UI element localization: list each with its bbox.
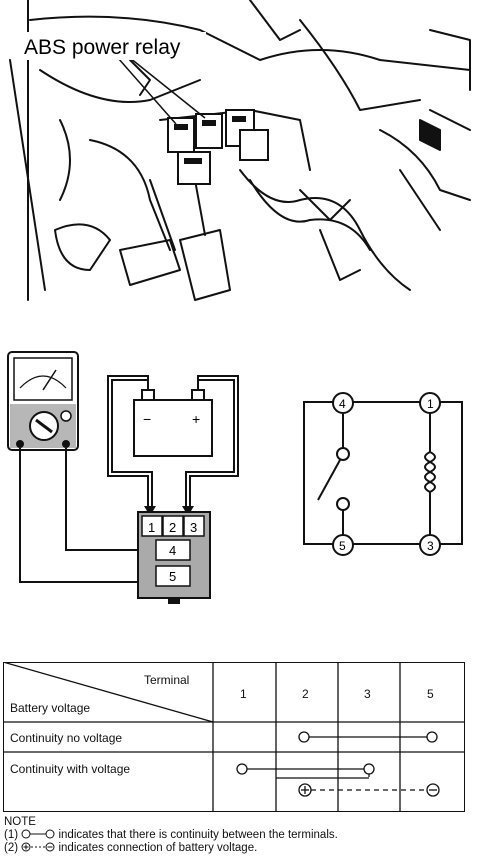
note-line-2-prefix: (2) bbox=[4, 842, 19, 854]
note-block: NOTE (1) indicates that there is continu… bbox=[4, 816, 338, 855]
connector-terminal-4: 4 bbox=[169, 543, 176, 558]
row1-continuity-mark bbox=[297, 730, 438, 743]
note-line-1-prefix: (1) bbox=[4, 829, 19, 841]
row2-continuity-mark bbox=[235, 762, 375, 777]
schematic-terminal-1: 1 bbox=[427, 397, 434, 411]
connector-terminal-5: 5 bbox=[169, 569, 176, 584]
schematic-terminal-3: 3 bbox=[427, 539, 434, 553]
column-header-3: 3 bbox=[364, 687, 371, 701]
battery-minus: − bbox=[143, 411, 151, 427]
relay-label: ABS power relay bbox=[24, 36, 181, 59]
schematic-terminal-4: 4 bbox=[339, 397, 346, 411]
header-terminal: Terminal bbox=[144, 673, 190, 687]
test-setup-diagram: − + 1 2 3 4 5 4 1 bbox=[7, 351, 463, 604]
note-line-2: (2) indicates connection of battery volt… bbox=[4, 842, 338, 855]
row-label-continuity-no-voltage: Continuity no voltage bbox=[10, 731, 123, 745]
connector-terminal-2: 2 bbox=[169, 520, 176, 535]
connector-terminal-3: 3 bbox=[190, 520, 197, 535]
header-battery-voltage: Battery voltage bbox=[10, 701, 91, 715]
relay-schematic: 4 1 5 3 bbox=[303, 392, 463, 556]
connector-terminal-1: 1 bbox=[148, 520, 155, 535]
battery-plus: + bbox=[192, 411, 200, 427]
battery-icon: − + bbox=[133, 389, 213, 457]
column-header-5: 5 bbox=[427, 687, 434, 701]
relay-connector: 1 2 3 4 5 bbox=[137, 511, 211, 604]
schematic-terminal-5: 5 bbox=[339, 539, 346, 553]
continuity-table: Terminal Battery voltage 1 2 3 5 Continu… bbox=[2, 661, 465, 812]
note-line-1-text: indicates that there is continuity betwe… bbox=[58, 829, 338, 841]
note-line-1: (1) indicates that there is continuity b… bbox=[4, 829, 338, 842]
column-header-1: 1 bbox=[240, 687, 247, 701]
relay-location-illustration: ABS power relay bbox=[9, 0, 471, 301]
continuity-symbol-icon bbox=[21, 829, 55, 839]
multimeter-icon bbox=[7, 351, 79, 451]
note-title: NOTE bbox=[4, 816, 36, 828]
row2-battery-mark bbox=[275, 776, 440, 797]
row-label-continuity-with-voltage: Continuity with voltage bbox=[10, 762, 131, 776]
column-header-2: 2 bbox=[302, 687, 309, 701]
battery-connection-symbol-icon bbox=[21, 842, 55, 852]
note-line-2-text: indicates connection of battery voltage. bbox=[58, 842, 258, 854]
